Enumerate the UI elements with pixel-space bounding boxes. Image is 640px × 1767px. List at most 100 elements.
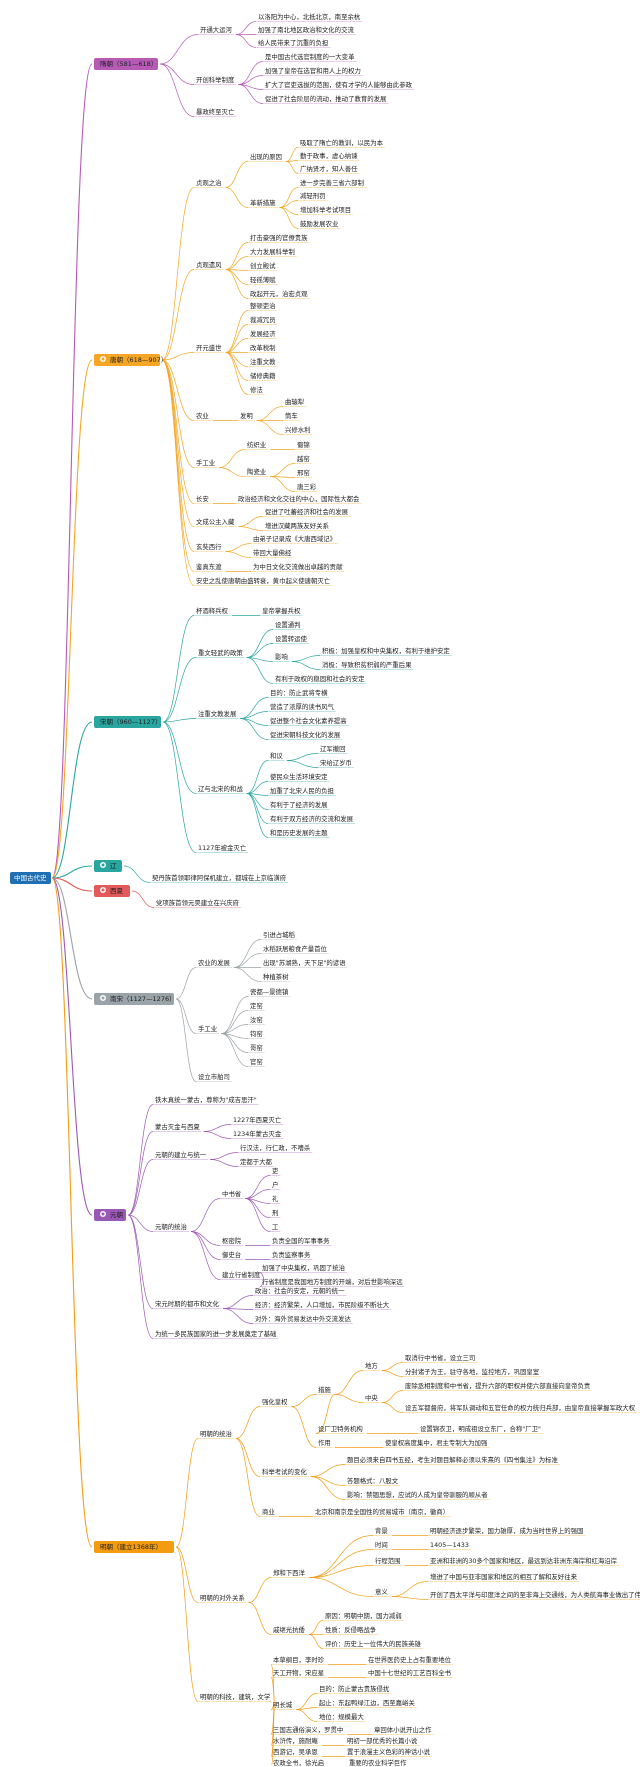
topic-node[interactable]: 评价：历史上一位伟大的民族英雄 bbox=[325, 1640, 421, 1648]
dynasty-node-xixia[interactable]: 西夏 bbox=[94, 885, 130, 897]
topic-node[interactable]: 明朝经济逐步繁荣，国力雄厚，成为当时世界上的强国 bbox=[430, 1527, 584, 1535]
topic-node[interactable]: 天工开物，宋应星 bbox=[273, 1669, 325, 1677]
topic-node[interactable]: 取消行中书省，设立三司 bbox=[405, 1354, 476, 1362]
topic-node[interactable]: 扩大了官吏选拔的范围，使有才学的人能够由此参政 bbox=[265, 81, 412, 89]
topic-node[interactable]: 定窑 bbox=[250, 1002, 263, 1010]
dynasty-node-tang[interactable]: 唐朝（618—907） bbox=[94, 354, 167, 366]
topic-node[interactable]: 修法 bbox=[250, 386, 263, 394]
topic-node[interactable]: 背景 bbox=[375, 1527, 388, 1535]
topic-node[interactable]: 设厂卫特务机构 bbox=[318, 1425, 363, 1433]
topic-node[interactable]: 出现的原因 bbox=[250, 153, 282, 161]
topic-node[interactable]: 贞观遗风 bbox=[196, 261, 222, 269]
topic-node[interactable]: 积极：加强皇权和中央集权，有利于维护安定 bbox=[322, 647, 450, 655]
topic-node[interactable]: 瓷都—景德镇 bbox=[250, 988, 289, 996]
topic-node[interactable]: 北京和南京是全国性的贸易城市（南京，徽商） bbox=[315, 1508, 450, 1516]
dynasty-node-song[interactable]: 宋朝（960—1127） bbox=[94, 716, 161, 728]
topic-node[interactable]: 使皇权高度集中，君主专制大为加强 bbox=[385, 1439, 488, 1447]
topic-node[interactable]: 商业 bbox=[262, 1508, 275, 1516]
topic-node[interactable]: 对外：海外贸易发达中外交流发达 bbox=[255, 1315, 351, 1323]
topic-node[interactable]: 地位：规模最大 bbox=[319, 1713, 364, 1721]
topic-node[interactable]: 杯酒释兵权 bbox=[196, 607, 228, 615]
topic-node[interactable]: 出现"苏湖熟，天下足"的谚语 bbox=[263, 959, 346, 967]
topic-node[interactable]: 吸取了隋亡的教训，以民为本 bbox=[300, 139, 384, 147]
topic-node[interactable]: 哥窑 bbox=[250, 1044, 263, 1052]
topic-node[interactable]: 促进整个社会文化素养提高 bbox=[270, 717, 347, 725]
topic-node[interactable]: 党项族首领元昊建立在兴庆府 bbox=[156, 899, 240, 907]
topic-node[interactable]: 增加科举考试项目 bbox=[300, 206, 352, 214]
topic-node[interactable]: 郑和下西洋 bbox=[273, 1569, 305, 1577]
topic-node[interactable]: 明朝的统治 bbox=[200, 1430, 232, 1438]
topic-node[interactable]: 重文轻武的政策 bbox=[198, 649, 243, 657]
topic-node[interactable]: 明朝的对外关系 bbox=[200, 1594, 245, 1602]
topic-node[interactable]: 是中国古代选官制度的一大变革 bbox=[265, 53, 355, 61]
topic-node[interactable]: 在世界医药史上占有重要地位 bbox=[368, 1656, 452, 1664]
topic-node[interactable]: 纺织业 bbox=[247, 441, 267, 449]
topic-node[interactable]: 大力发展科举制 bbox=[250, 248, 295, 256]
topic-node[interactable]: 营造了浓厚的读书风气 bbox=[270, 703, 334, 711]
topic-node[interactable]: 工 bbox=[272, 1223, 279, 1231]
topic-node[interactable]: 政治经济和文化交往的中心，国际性大都会 bbox=[238, 495, 360, 503]
topic-node[interactable]: 辽与北宋的和战 bbox=[198, 785, 243, 793]
topic-node[interactable]: 本草纲目，李时珍 bbox=[273, 1656, 325, 1664]
topic-node[interactable]: 水稻跃居粮食产量首位 bbox=[263, 945, 327, 953]
topic-node[interactable]: 增进了中国与亚非国家和地区的相互了解和友好往来 bbox=[430, 1573, 577, 1581]
topic-node[interactable]: 给人民带来了沉重的负担 bbox=[258, 39, 329, 47]
topic-node[interactable]: 御史台 bbox=[222, 1251, 242, 1259]
topic-node[interactable]: 鼓励发展农业 bbox=[300, 220, 339, 228]
topic-node[interactable]: 陶瓷业 bbox=[247, 468, 267, 476]
dynasty-node-yuan[interactable]: 元朝 bbox=[94, 1209, 126, 1221]
topic-node[interactable]: 性质：反侵略战争 bbox=[325, 1626, 377, 1634]
topic-node[interactable]: 开通大运河 bbox=[200, 26, 232, 34]
topic-node[interactable]: 目的：防止蒙古贵族侵扰 bbox=[319, 1685, 390, 1693]
topic-node[interactable]: 行省制度是我国地方制度的开端，对后世影响深远 bbox=[262, 1278, 403, 1286]
topic-node[interactable]: 分封诸子为王，驻守各地，监控地方，巩固皇室 bbox=[405, 1368, 540, 1376]
topic-node[interactable]: 宋元时期的都市和文化 bbox=[155, 1300, 219, 1308]
topic-node[interactable]: 契丹族首领耶律阿保机建立，都城在上京临潢府 bbox=[152, 874, 287, 882]
topic-node[interactable]: 鉴真东渡 bbox=[196, 563, 222, 571]
topic-node[interactable]: 使民众生活环境安定 bbox=[270, 773, 328, 781]
dynasty-node-sui[interactable]: 隋朝（581—618） bbox=[94, 58, 158, 70]
topic-node[interactable]: 以洛阳为中心，北抵北京，南至余杭 bbox=[258, 13, 361, 21]
topic-node[interactable]: 答题格式：八股文 bbox=[347, 1477, 399, 1485]
topic-node[interactable]: 促进了社会阶层的流动，推动了教育的发展 bbox=[265, 95, 387, 103]
topic-node[interactable]: 促进宋朝科技文化的发展 bbox=[270, 731, 341, 739]
topic-node[interactable]: 措施 bbox=[318, 1386, 331, 1394]
topic-node[interactable]: 开创科举制度 bbox=[196, 76, 235, 84]
topic-node[interactable]: 目的：防止武将专横 bbox=[270, 689, 328, 697]
topic-node[interactable]: 明长城 bbox=[273, 1701, 293, 1709]
topic-node[interactable]: 农业 bbox=[196, 412, 209, 420]
topic-node[interactable]: 注重文教发展 bbox=[198, 710, 237, 718]
topic-node[interactable]: 革新措施 bbox=[250, 199, 276, 207]
root-node[interactable]: 中国古代史 bbox=[10, 872, 51, 884]
topic-node[interactable]: 为中日文化交流做出卓越的贡献 bbox=[253, 563, 343, 571]
topic-node[interactable]: 兴修水利 bbox=[285, 426, 311, 434]
topic-node[interactable]: 安史之乱使唐朝由盛转衰，黄巾起义使唐朝灭亡 bbox=[196, 577, 331, 585]
topic-node[interactable]: 政起开元，治宏贞观 bbox=[250, 290, 308, 298]
topic-node[interactable]: 官窑 bbox=[250, 1058, 263, 1066]
topic-node[interactable]: 带回大量佛经 bbox=[253, 549, 292, 557]
topic-node[interactable]: 加强了中央集权，巩固了统治 bbox=[262, 1264, 346, 1272]
topic-node[interactable]: 轻徭薄赋 bbox=[250, 276, 276, 284]
topic-node[interactable]: 蜀锦 bbox=[297, 441, 310, 449]
topic-node[interactable]: 进一步完善三省六部制 bbox=[300, 179, 364, 187]
topic-node[interactable]: 勤于政事，虚心纳谏 bbox=[300, 152, 358, 160]
topic-node[interactable]: 明朝的科技，建筑，文学 bbox=[200, 1693, 271, 1701]
topic-node[interactable]: 经济：经济繁荣，人口增加，市民阶级不断壮大 bbox=[255, 1301, 390, 1309]
topic-node[interactable]: 1227年西夏灭亡 bbox=[233, 1116, 282, 1124]
topic-node[interactable]: 种植茶树 bbox=[263, 973, 289, 981]
topic-node[interactable]: 消极：导致积贫积弱的严重后果 bbox=[322, 661, 412, 669]
topic-node[interactable]: 增进汉藏两族友好关系 bbox=[265, 522, 329, 530]
topic-node[interactable]: 负责全国的军事事务 bbox=[272, 1237, 330, 1245]
topic-node[interactable]: 影响 bbox=[275, 653, 288, 661]
topic-node[interactable]: 减轻刑罚 bbox=[300, 192, 326, 200]
topic-node[interactable]: 原因：明朝中期，国力减弱 bbox=[325, 1612, 402, 1620]
topic-node[interactable]: 筒车 bbox=[285, 412, 298, 420]
topic-node[interactable]: 明初一部优秀的长篇小说 bbox=[347, 1737, 418, 1745]
topic-node[interactable]: 题目必须来自四书五经，考生对题目解释必须以朱熹的《四书集注》为标准 bbox=[347, 1456, 558, 1464]
topic-node[interactable]: 建立行省制度 bbox=[222, 1271, 261, 1279]
topic-node[interactable]: 设五军都督府，将军队调动和五官任命的权力统归兵部，由皇帝直接掌握军政大权 bbox=[405, 1404, 636, 1412]
topic-node[interactable]: 行程范围 bbox=[375, 1557, 401, 1565]
topic-node[interactable]: 加重了北宋人民的负担 bbox=[270, 787, 334, 795]
topic-node[interactable]: 意义 bbox=[375, 1588, 388, 1596]
topic-node[interactable]: 发明 bbox=[240, 412, 253, 420]
